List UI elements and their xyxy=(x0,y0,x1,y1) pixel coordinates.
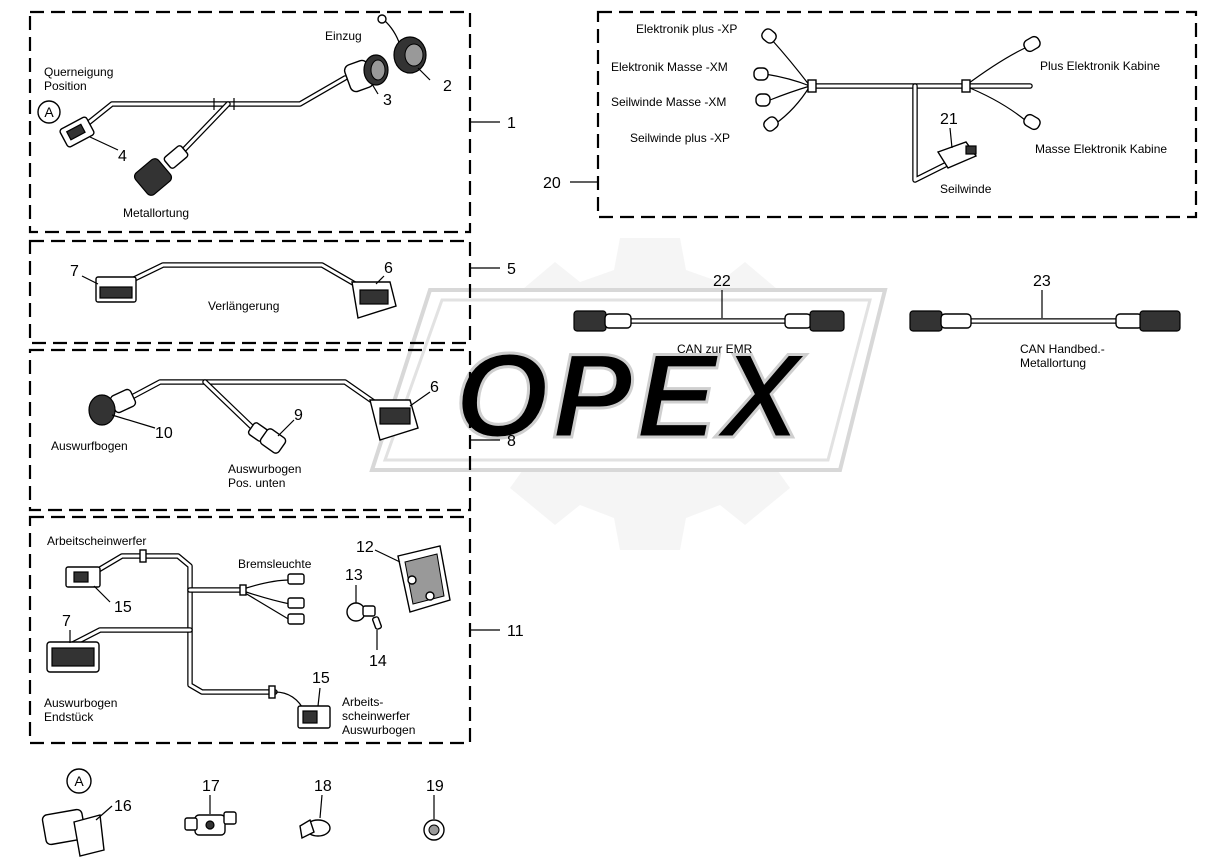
item-number-12: 12 xyxy=(356,539,374,556)
label-einzug: Einzug xyxy=(325,29,362,43)
item-number-1: 1 xyxy=(507,115,516,132)
clip-19 xyxy=(423,819,445,841)
label-arbeitsscheinwerfer-auswurfbogen-2: scheinwerfer xyxy=(342,709,410,723)
cap-2 xyxy=(377,14,427,74)
item-number-11: 11 xyxy=(507,623,524,640)
label-arbeitsscheinwerfer-auswurfbogen-3: Auswurbogen xyxy=(342,723,415,737)
item-number-6-a: 6 xyxy=(384,260,393,277)
label-masse-elektronik-kabine: Masse Elektronik Kabine xyxy=(1035,142,1167,156)
connector-10 xyxy=(88,388,137,426)
ring-terminals-left xyxy=(753,28,779,132)
item-number-15-b: 15 xyxy=(312,670,330,687)
detail-a-marker xyxy=(37,100,61,124)
label-auswurfbogen-endstueck-2: Endstück xyxy=(44,710,94,724)
item-number-15-a: 15 xyxy=(114,599,132,616)
connector-9 xyxy=(247,422,287,454)
item-number-22: 22 xyxy=(713,273,731,290)
item-number-2: 2 xyxy=(443,78,452,95)
connector-16 xyxy=(41,808,105,857)
label-querneigung-2: Position xyxy=(44,79,87,93)
watermark-text: OPEX xyxy=(455,329,807,463)
watermark-logo: OPEX xyxy=(369,238,888,550)
item-number-13: 13 xyxy=(345,567,363,584)
connector-15-b xyxy=(297,705,331,729)
label-seilwinde: Seilwinde xyxy=(940,182,992,196)
cable-23 xyxy=(909,310,1181,332)
label-bremsleuchte: Bremsleuchte xyxy=(238,557,312,571)
item-number-20: 20 xyxy=(543,175,561,192)
fuse-14 xyxy=(371,616,383,630)
item-number-9: 9 xyxy=(294,407,303,424)
ring-terminals-right xyxy=(1023,35,1041,131)
connector-3 xyxy=(343,54,389,93)
connector-6-b xyxy=(369,399,419,441)
item-number-5: 5 xyxy=(507,261,516,278)
clip-18 xyxy=(299,818,331,840)
detail-a-label-2: A xyxy=(74,773,84,789)
item-number-6-b: 6 xyxy=(430,379,439,396)
label-arbeitsscheinwerfer: Arbeitscheinwerfer xyxy=(47,534,146,548)
label-can-zur-emr: CAN zur EMR xyxy=(677,342,753,356)
label-auswurfbogen-endstueck-1: Auswurbogen xyxy=(44,696,117,710)
label-elektronik-masse-xm: Elektronik Masse -XM xyxy=(611,60,728,74)
item-number-17: 17 xyxy=(202,778,220,795)
item-number-7-a: 7 xyxy=(70,263,79,280)
group-box-20 xyxy=(596,10,1198,219)
label-seilwinde-masse-xm: Seilwinde Masse -XM xyxy=(611,95,726,109)
item-number-14: 14 xyxy=(369,653,387,670)
detail-a-label: A xyxy=(44,104,54,120)
label-can-handbed-1: CAN Handbed.- xyxy=(1020,342,1105,356)
item-number-3: 3 xyxy=(383,92,392,109)
group-box-5 xyxy=(28,239,472,345)
label-metallortung: Metallortung xyxy=(123,206,189,220)
detail-a-marker-2 xyxy=(66,768,92,794)
item-number-16: 16 xyxy=(114,798,132,815)
item-number-23: 23 xyxy=(1033,273,1051,290)
bulb-13 xyxy=(346,602,376,622)
item-number-19: 19 xyxy=(426,778,444,795)
label-plus-elektronik-kabine: Plus Elektronik Kabine xyxy=(1040,59,1160,73)
label-auswurfbogen: Auswurfbogen xyxy=(51,439,128,453)
label-querneigung-1: Querneigung xyxy=(44,65,113,79)
item-number-18: 18 xyxy=(314,778,332,795)
group-box-8 xyxy=(28,348,472,512)
brake-light-12 xyxy=(397,545,451,613)
label-can-handbed-2: Metallortung xyxy=(1020,356,1086,370)
harness-20 xyxy=(753,28,1041,183)
label-verlaengerung: Verlängerung xyxy=(208,299,279,313)
harness-1: A xyxy=(37,14,427,196)
connector-7-a xyxy=(95,276,137,303)
label-auswurfbogen-pos-unten-2: Pos. unten xyxy=(228,476,285,490)
connector-7-b xyxy=(46,641,100,673)
connector-6-a xyxy=(351,281,397,319)
item-number-4: 4 xyxy=(118,148,127,165)
item-number-21: 21 xyxy=(940,111,958,128)
harness-11 xyxy=(46,545,451,729)
label-arbeitsscheinwerfer-auswurfbogen-1: Arbeits- xyxy=(342,695,383,709)
item-number-8: 8 xyxy=(507,433,516,450)
label-elektronik-plus-xp: Elektronik plus -XP xyxy=(636,22,737,36)
connector-metallortung xyxy=(133,145,189,196)
label-auswurfbogen-pos-unten-1: Auswurbogen xyxy=(228,462,301,476)
connector-21 xyxy=(936,141,978,169)
spade-terminals xyxy=(287,573,305,625)
t-connector-17 xyxy=(184,811,237,836)
item-number-7-b: 7 xyxy=(62,613,71,630)
connector-4 xyxy=(59,116,95,148)
label-seilwinde-plus-xp: Seilwinde plus -XP xyxy=(630,131,730,145)
cable-22 xyxy=(573,310,845,332)
harness-8 xyxy=(88,379,419,454)
connector-15-a xyxy=(65,566,101,588)
item-number-10: 10 xyxy=(155,425,173,442)
